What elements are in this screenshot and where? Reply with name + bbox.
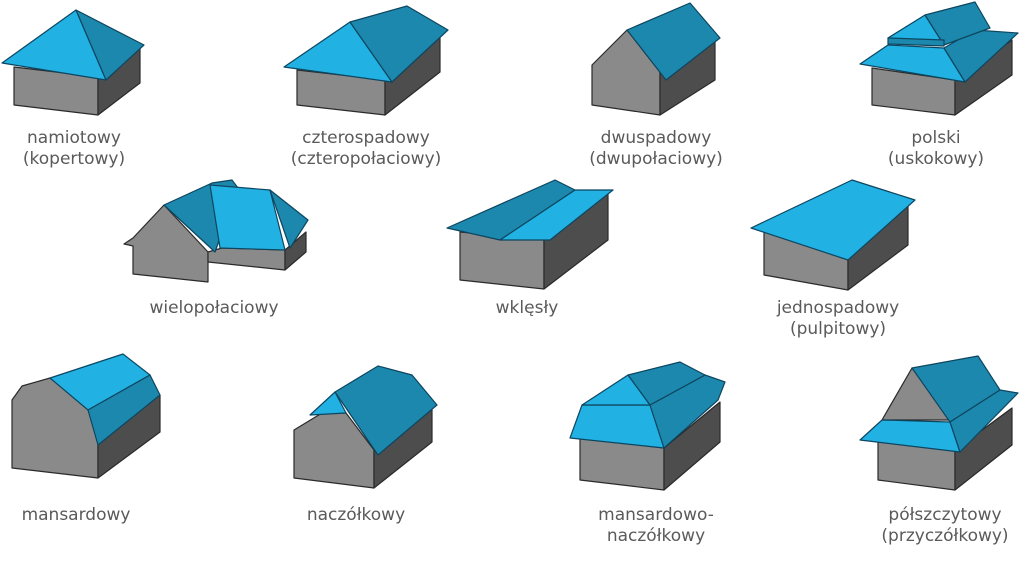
house-wielopolaciowy (123, 179, 309, 283)
house-jednospadowy (750, 179, 916, 291)
caption-polszczytowy: półszczytowy (przyczółkowy) (881, 505, 1008, 547)
house-polszczytowy (859, 355, 1019, 491)
caption-jednospadowy: jednospadowy (pulpitowy) (777, 298, 899, 340)
house-wklesly (446, 179, 614, 290)
caption-mansardowo-naczolkowy: mansardowo- naczółkowy (598, 505, 714, 547)
caption-line: namiotowy (27, 128, 121, 148)
caption-line: (uskokowy) (887, 149, 985, 169)
caption-dwuspadowy: dwuspadowy (dwupołaciowy) (589, 128, 723, 170)
caption-line: (przyczółkowy) (881, 526, 1009, 546)
caption-naczolkowy: naczółkowy (307, 505, 405, 526)
house-polski (859, 1, 1019, 116)
caption-line: (pulpitowy) (789, 319, 887, 339)
caption-line: dwuspadowy (600, 128, 712, 148)
caption-line: wklęsły (495, 298, 559, 318)
caption-polski: polski (uskokowy) (888, 128, 984, 170)
house-naczolkowy (293, 365, 438, 489)
caption-wklesly: wklęsły (496, 298, 559, 319)
caption-mansardowy: mansardowy (22, 505, 131, 526)
caption-line: polski (911, 128, 961, 148)
caption-line: (dwupołaciowy) (589, 149, 723, 169)
caption-line: jednospadowy (776, 298, 900, 318)
caption-line: czterospadowy (302, 128, 430, 148)
caption-line: półszczytowy (888, 505, 1002, 525)
caption-line: naczółkowy (606, 526, 706, 546)
house-namiotowy (1, 9, 145, 116)
caption-line: mansardowy (21, 505, 131, 525)
caption-namiotowy: namiotowy (kopertowy) (23, 128, 125, 170)
caption-wielopolaciowy: wielopołaciowy (149, 298, 278, 319)
house-mansardowy (11, 353, 161, 479)
house-czterospadowy (283, 5, 449, 116)
caption-line: wielopołaciowy (149, 298, 279, 318)
caption-line: mansardowo- (598, 505, 714, 525)
house-mansardowo-naczolkowy (569, 361, 726, 491)
caption-line: naczółkowy (306, 505, 406, 525)
caption-line: (kopertowy) (22, 149, 126, 169)
caption-line: (czteropołaciowy) (290, 149, 442, 169)
house-dwuspadowy (591, 2, 721, 116)
caption-czterospadowy: czterospadowy (czteropołaciowy) (291, 128, 442, 170)
